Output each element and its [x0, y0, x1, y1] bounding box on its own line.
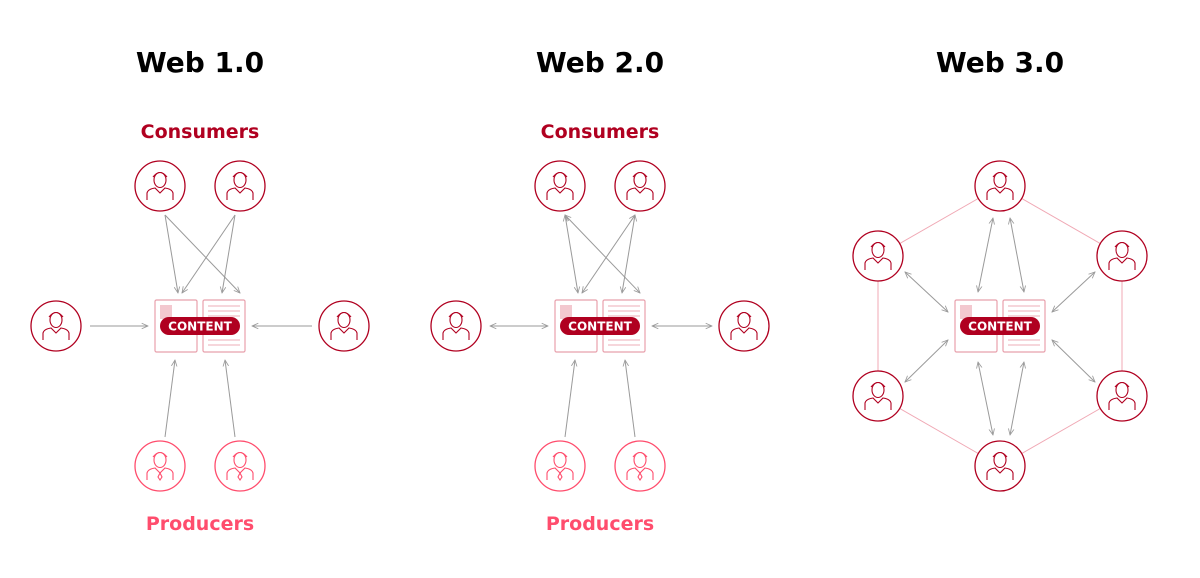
peer-node — [852, 370, 904, 422]
web1-title: Web 1.0 — [136, 46, 264, 79]
arrow — [978, 218, 993, 292]
producer-node — [614, 440, 666, 492]
user-icon — [986, 451, 1014, 480]
user-icon — [864, 381, 892, 410]
arrow — [582, 215, 635, 293]
user-icon — [42, 311, 70, 340]
arrow — [225, 360, 236, 438]
content-block: CONTENT — [954, 299, 1046, 353]
arrow — [164, 360, 175, 438]
businessman-icon — [546, 451, 574, 481]
web2-title: Web 2.0 — [536, 46, 664, 79]
web2-producers-label: Producers — [546, 513, 654, 535]
user-icon — [986, 171, 1014, 200]
user-icon — [442, 311, 470, 340]
arrow — [564, 360, 575, 438]
consumer-node — [614, 160, 666, 212]
user-icon — [864, 241, 892, 270]
consumer-node — [318, 300, 370, 352]
arrow — [164, 214, 240, 293]
peer-node — [852, 230, 904, 282]
web1-consumers-label: Consumers — [141, 121, 260, 143]
businessman-icon — [146, 451, 174, 481]
arrow — [1010, 362, 1024, 435]
content-label: CONTENT — [968, 320, 1032, 334]
producer-node — [214, 440, 266, 492]
consumer-node — [534, 160, 586, 212]
arrow — [164, 214, 178, 293]
user-icon — [626, 171, 654, 200]
arrow — [1052, 340, 1095, 382]
businessman-icon — [626, 451, 654, 481]
arrow — [1010, 218, 1024, 292]
peer-node — [1096, 230, 1148, 282]
content-label: CONTENT — [168, 320, 232, 334]
web3-title: Web 3.0 — [936, 46, 1064, 79]
arrow — [622, 215, 635, 293]
web2-consumers-label: Consumers — [541, 121, 660, 143]
arrow — [905, 340, 948, 382]
user-icon — [226, 171, 254, 200]
arrow — [978, 362, 993, 435]
consumer-node — [718, 300, 770, 352]
content-block: CONTENT — [554, 299, 646, 353]
arrow — [905, 272, 948, 312]
consumer-node — [30, 300, 82, 352]
user-icon — [146, 171, 174, 200]
user-icon — [546, 171, 574, 200]
arrow — [1052, 272, 1095, 312]
user-icon — [330, 311, 358, 340]
content-block: CONTENT — [154, 299, 246, 353]
arrow — [625, 360, 636, 438]
producer-node — [534, 440, 586, 492]
businessman-icon — [226, 451, 254, 481]
arrow — [182, 214, 236, 293]
producer-node — [134, 440, 186, 492]
user-icon — [1108, 241, 1136, 270]
web1-producers-label: Producers — [146, 513, 254, 535]
content-badge — [560, 317, 640, 335]
consumer-node — [430, 300, 482, 352]
content-badge — [160, 317, 240, 335]
content-badge — [960, 317, 1040, 335]
consumer-node — [134, 160, 186, 212]
user-icon — [730, 311, 758, 340]
content-label: CONTENT — [568, 320, 632, 334]
user-icon — [1108, 381, 1136, 410]
peer-node — [1096, 370, 1148, 422]
consumer-node — [214, 160, 266, 212]
peer-node — [974, 160, 1026, 212]
arrow — [222, 214, 236, 293]
peer-node — [974, 440, 1026, 492]
